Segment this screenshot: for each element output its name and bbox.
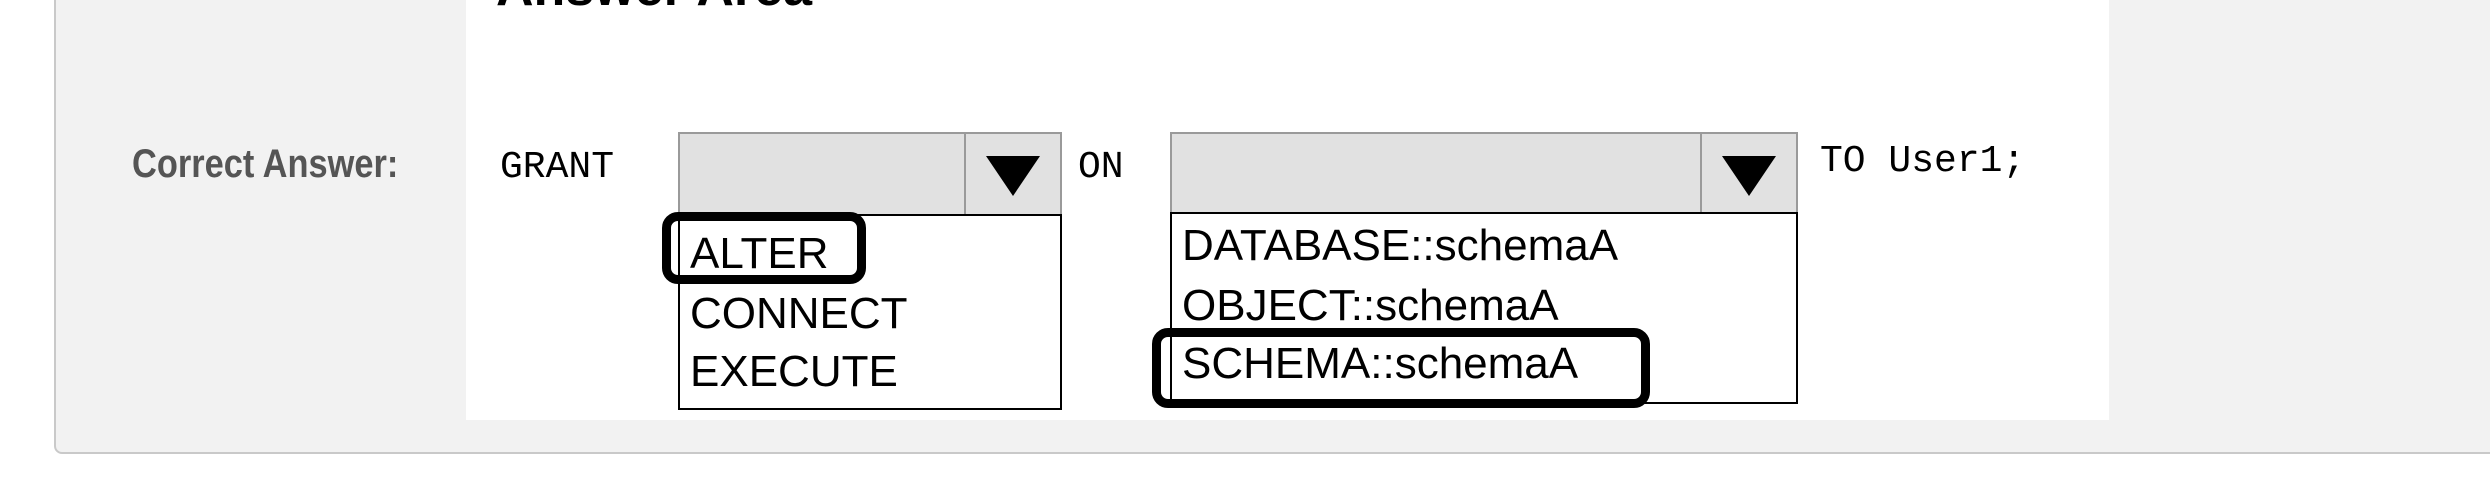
permission-dropdown-toggle[interactable] [964,134,1060,214]
triangle-down-icon [986,156,1040,196]
option-object-schema[interactable]: OBJECT::schemaA [1182,281,1559,330]
answer-area-title: Answer Area [496,0,812,18]
answer-highlight-schema [1152,328,1650,408]
correct-answer-label: Correct Answer: [132,142,399,186]
option-schema-schema[interactable]: SCHEMA::schemaA [1182,339,1579,388]
target-dropdown[interactable] [1170,132,1798,216]
option-execute[interactable]: EXECUTE [690,347,898,396]
target-option-list: DATABASE::schemaA OBJECT::schemaA SCHEMA… [1170,212,1798,404]
target-dropdown-toggle[interactable] [1700,134,1796,214]
answer-area: Answer Area GRANT ALTER CONNECT EXECUTE … [466,0,2109,420]
option-database-schema[interactable]: DATABASE::schemaA [1182,221,1619,270]
permission-dropdown[interactable] [678,132,1062,216]
grant-keyword: GRANT [500,146,615,189]
to-user-clause: TO User1; [1820,140,2026,183]
option-alter[interactable]: ALTER [690,229,829,278]
option-connect[interactable]: CONNECT [690,289,908,338]
answer-highlight-alter [662,212,866,284]
permission-option-list: ALTER CONNECT EXECUTE [678,214,1062,410]
on-keyword: ON [1078,146,1124,189]
answer-card: Correct Answer: Answer Area GRANT ALTER … [54,0,2490,454]
triangle-down-icon [1722,156,1776,196]
